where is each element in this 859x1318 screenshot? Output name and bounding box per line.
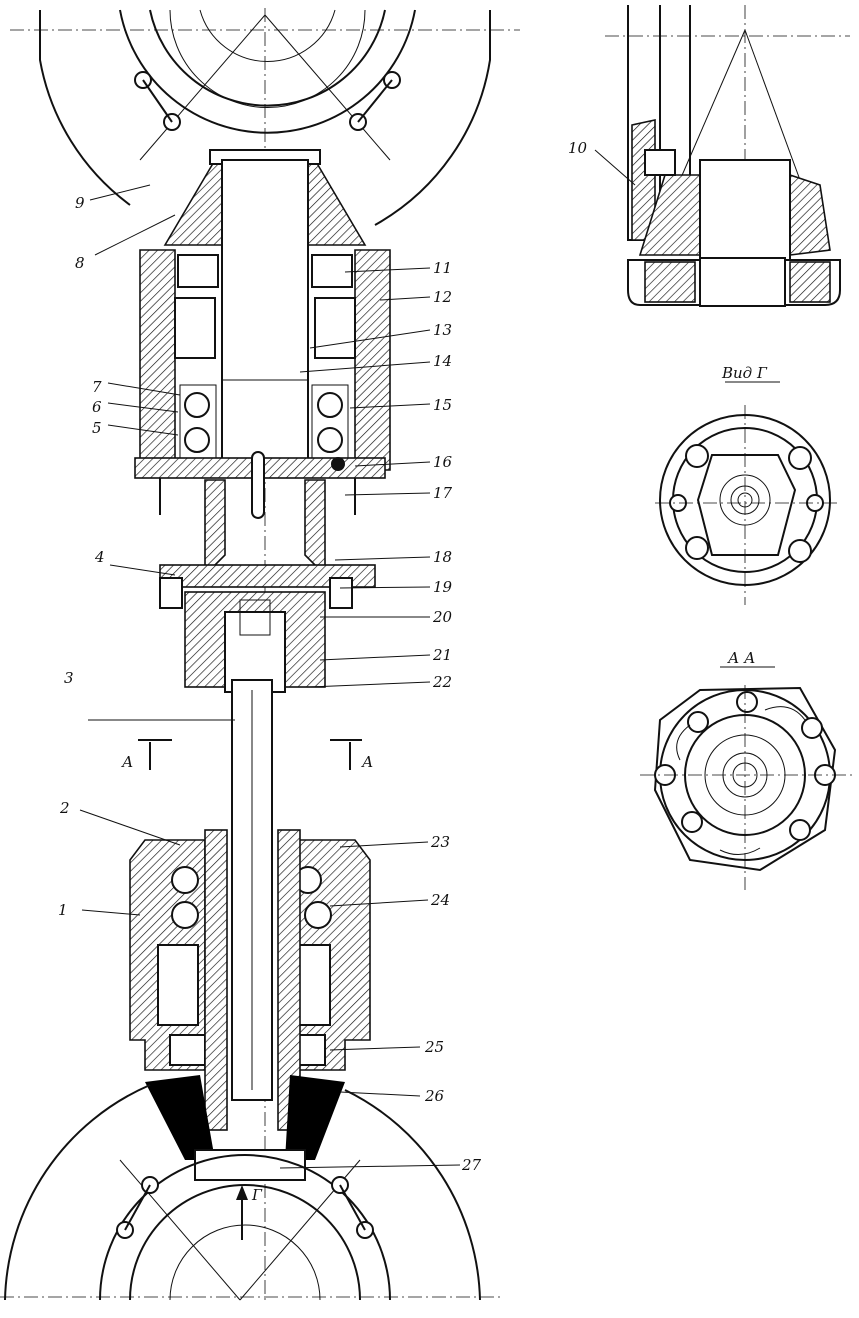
- callout-26: 26: [424, 1087, 445, 1105]
- callout-5: 5: [92, 419, 102, 437]
- section-mark-left: А: [121, 753, 133, 771]
- callout-19: 19: [433, 578, 453, 596]
- callout-27: 27: [461, 1156, 482, 1174]
- callout-20: 20: [432, 608, 453, 626]
- section-aa-title: А А: [727, 649, 756, 667]
- callout-14: 14: [433, 352, 452, 370]
- upper-shaft: [221, 159, 309, 461]
- callout-labels: 1 2 3 4 5 6 7 8 9 10 11 12 13 14 15 16 1…: [58, 139, 768, 1204]
- callout-18: 18: [433, 548, 452, 566]
- callout-25: 25: [424, 1038, 444, 1056]
- callout-12: 12: [433, 288, 452, 306]
- callout-15: 15: [433, 396, 452, 414]
- leader-lines: [79, 149, 636, 1169]
- callout-23: 23: [430, 833, 450, 851]
- upper-housing-left: [139, 249, 176, 471]
- callout-9: 9: [75, 194, 85, 212]
- top-wheel-outline: [119, 9, 416, 134]
- section-mark-right: А: [361, 753, 373, 771]
- section-aa: [640, 666, 855, 890]
- detail-view-10: [605, 5, 850, 310]
- callout-16: 16: [433, 453, 453, 471]
- callout-3: 3: [64, 669, 74, 687]
- callout-22: 22: [432, 673, 452, 691]
- view-g-title: Вид Г: [721, 364, 768, 382]
- callout-7: 7: [92, 378, 102, 396]
- bottom-housing-outline: [4, 1084, 481, 1301]
- callout-11: 11: [433, 259, 452, 277]
- callout-8: 8: [75, 254, 85, 272]
- callout-21: 21: [432, 646, 452, 664]
- callout-1: 1: [58, 901, 68, 919]
- callout-13: 13: [433, 321, 452, 339]
- view-arrow-label: Г: [251, 1186, 263, 1204]
- callout-2: 2: [59, 799, 70, 817]
- callout-4: 4: [94, 548, 105, 566]
- view-g: [655, 381, 840, 605]
- callout-17: 17: [433, 484, 453, 502]
- main-assembly: [0, 8, 520, 1301]
- callout-6: 6: [92, 398, 102, 416]
- callout-24: 24: [430, 891, 450, 909]
- top-housing-outline: [39, 10, 491, 226]
- bottom-bevel-gear: [145, 1075, 345, 1160]
- callout-10: 10: [568, 139, 588, 157]
